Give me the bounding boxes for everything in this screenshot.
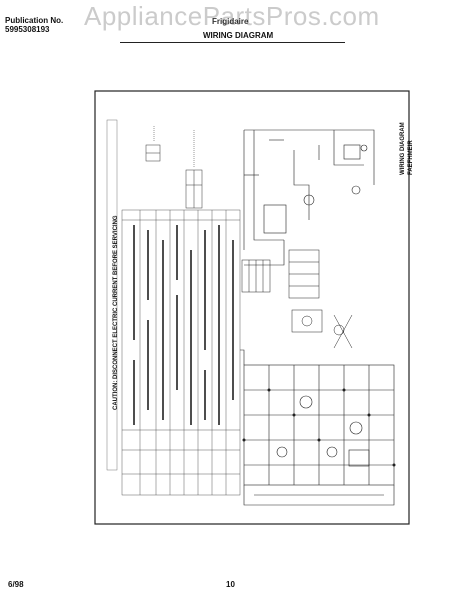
- page-number: 10: [226, 580, 235, 589]
- timer-chart-bars: [133, 225, 234, 425]
- diagram-subtitle: FAEFHMEIR: [408, 140, 414, 175]
- header-rule: [120, 42, 345, 43]
- wiring-diagram: [94, 90, 410, 525]
- timer-chart-table: [121, 209, 241, 496]
- diagram-title: WIRING DIAGRAM: [400, 122, 406, 175]
- page-title: WIRING DIAGRAM: [203, 31, 274, 40]
- publication-label: Publication No.: [5, 16, 64, 25]
- caution-caption: CAUTION: DISCONNECT ELECTRIC CURRENT BEF…: [113, 215, 119, 410]
- main-harness: [240, 349, 395, 506]
- watermark: AppliancePartsPros.com: [84, 1, 380, 31]
- publication-number: 5995308193: [5, 25, 50, 34]
- footer-date: 6/98: [8, 580, 24, 589]
- motor-circuit: [243, 129, 375, 266]
- brand-name: Frigidaire: [212, 17, 249, 26]
